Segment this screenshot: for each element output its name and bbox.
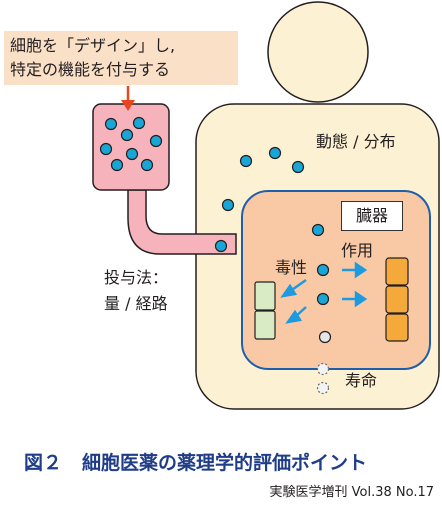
toxicity-box [254,310,276,340]
cell [316,263,330,277]
cells-in-container [99,116,163,172]
cell [268,146,282,160]
action-box [385,257,409,286]
cell [110,158,124,172]
action-box [385,285,409,314]
cell [125,147,139,161]
cell [99,142,113,156]
dosing-label-line-2: 量 / 経路 [104,294,168,313]
cell [221,198,235,212]
action-arrows [342,261,368,308]
circulating-cells [214,146,305,253]
action-box [385,313,409,342]
cell [316,292,330,306]
cell [316,381,330,395]
toxicity-arrows [280,278,307,324]
cell [214,239,228,253]
design-callout: 細胞を「デザイン」し, 特定の機能を付与する [4,31,238,85]
callout-line-2: 特定の機能を付与する [10,60,171,79]
callout-line-1: 細胞を「デザイン」し, [10,36,176,55]
cell [149,134,163,148]
cell [291,160,305,174]
source-citation: 実験医学増刊 Vol.38 No.17 [269,485,434,500]
action-label: 作用 [341,241,374,260]
human-head [267,1,369,103]
organ-region [241,190,431,370]
lifespan-label: 寿命 [345,371,378,390]
cell [104,117,118,131]
cell-therapy-diagram: 細胞を「デザイン」し, 特定の機能を付与する 動態 / 分布 臓器 毒性 作用 … [4,1,440,410]
toxicity-box [254,281,276,311]
figure-title: 細胞医薬の薬理学的評価ポイント [82,452,368,474]
cell [239,154,253,168]
organ-cells [311,223,330,306]
dosing-label-line-1: 投与法： [104,268,169,287]
cell [132,116,146,130]
toxicity-label: 毒性 [275,258,308,277]
senescent-cell [318,330,332,344]
cell [311,223,325,237]
figure-caption: 図２ 細胞医薬の薬理学的評価ポイント [24,448,367,475]
cell [140,158,154,172]
injection-tube [127,189,237,255]
kinetics-label: 動態 / 分布 [316,132,396,151]
figure-number: 図２ [24,452,63,474]
cell [316,362,330,376]
cell [120,128,134,142]
design-arrow-head [121,100,135,111]
organ-label: 臓器 [341,201,403,231]
dying-cells [316,362,330,395]
